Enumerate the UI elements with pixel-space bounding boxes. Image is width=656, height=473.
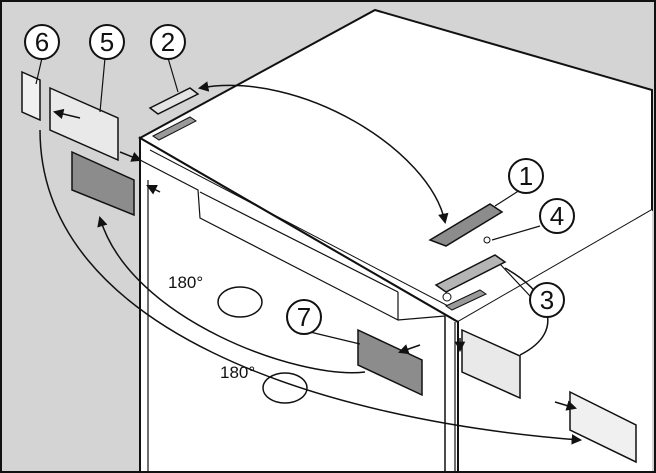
rotation-ellipse-upper	[217, 286, 263, 318]
screw-part	[483, 236, 491, 244]
arrow-left-loop	[39, 129, 583, 445]
callout-6: 6	[24, 24, 60, 60]
left-bracket-part	[21, 70, 41, 122]
callout-1: 1	[508, 158, 544, 194]
svg-text:4: 4	[550, 201, 564, 231]
top-hinge-slot	[152, 116, 197, 141]
leader-2	[167, 57, 179, 93]
rotation-ellipse-lower	[262, 372, 308, 404]
arrow-lower-slot	[146, 185, 161, 195]
arrow-block-in	[398, 344, 421, 355]
leader-5	[99, 57, 106, 113]
arrow-right-bracket	[554, 400, 578, 411]
callout-2: 2	[150, 24, 186, 60]
callout-3: 3	[529, 282, 565, 318]
left-dark-panel	[71, 150, 135, 217]
arrow-left-plate	[52, 108, 81, 120]
right-hinge-slot	[444, 289, 488, 311]
svg-text:7: 7	[297, 302, 311, 332]
svg-text:2: 2	[161, 27, 175, 57]
arrow-panel-rotation	[97, 215, 366, 374]
svg-text:5: 5	[100, 27, 114, 57]
hinge-pin	[442, 292, 452, 302]
callout-5: 5	[89, 24, 125, 60]
rotation-label-upper: 180°	[168, 273, 203, 292]
left-plate-part	[49, 86, 119, 162]
hinge-bracket-part	[434, 254, 507, 293]
callout-4: 4	[539, 198, 575, 234]
leader-1	[494, 189, 521, 207]
arrow-part2-to-part1	[197, 81, 449, 225]
leader-7	[309, 331, 361, 345]
hinge-cap-part	[428, 203, 504, 247]
right-plate-part	[461, 328, 521, 400]
leader-4	[491, 225, 541, 241]
right-bracket-part	[569, 390, 637, 464]
leader-6	[35, 57, 43, 85]
rotation-label-lower: 180°	[220, 363, 255, 382]
svg-text:6: 6	[35, 27, 49, 57]
svg-text:3: 3	[540, 285, 554, 315]
right-wall	[458, 210, 652, 473]
callout-7: 7	[286, 299, 322, 335]
svg-text:1: 1	[519, 161, 533, 191]
leader-3	[499, 263, 531, 297]
arrow-to-slot	[119, 151, 142, 162]
